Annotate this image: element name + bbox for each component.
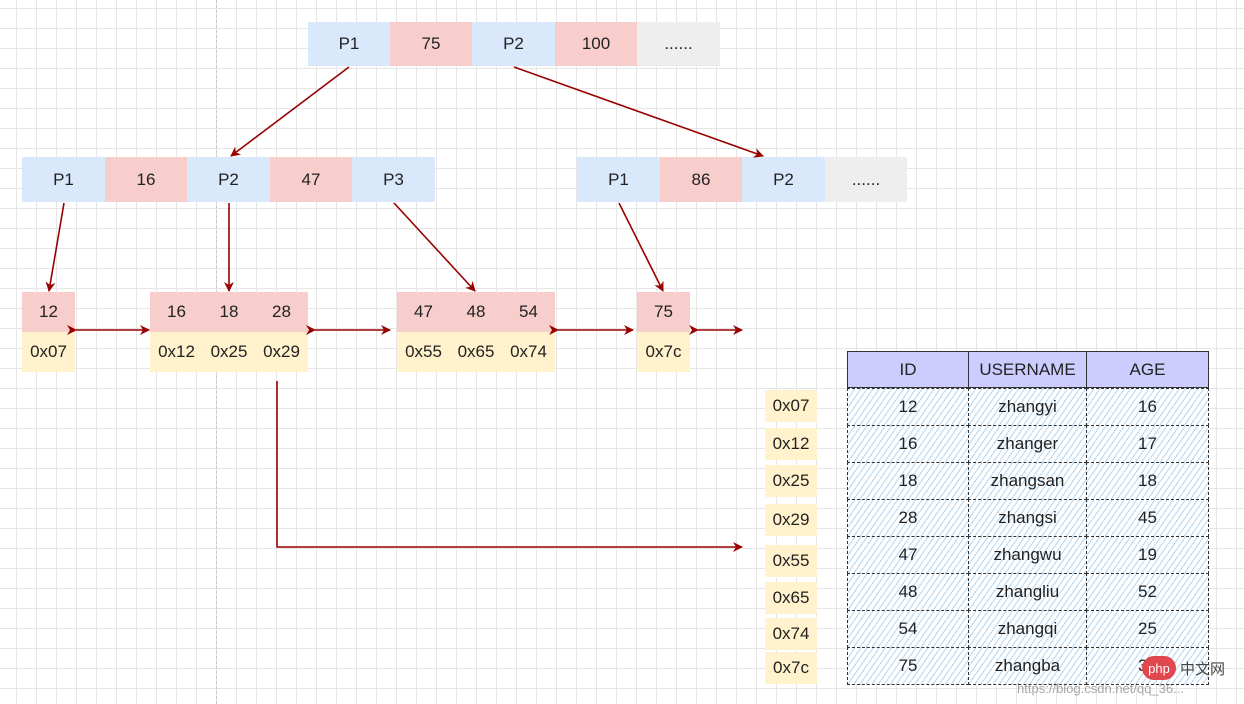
table-header-username: USERNAME	[968, 351, 1087, 388]
leaf2-addr-1: 0x12	[150, 332, 203, 372]
table-cell-username: zhangyi	[968, 388, 1087, 426]
l2-left-key-16: 16	[105, 157, 187, 202]
table-cell-username: zhanger	[968, 425, 1087, 463]
table-cell-age: 52	[1086, 573, 1209, 611]
row-address-0x12: 0x12	[765, 428, 817, 460]
row-address-0x74: 0x74	[765, 618, 817, 650]
table-cell-age: 18	[1086, 462, 1209, 500]
table-cell-username: zhangsi	[968, 499, 1087, 537]
l2-left-p3: P3	[352, 157, 435, 202]
leaf4-addr: 0x7c	[637, 332, 690, 372]
leaf3-addr-2: 0x65	[450, 332, 502, 372]
row-address-0x7c: 0x7c	[765, 652, 817, 684]
table-cell-id: 18	[847, 462, 969, 500]
root-node-p1: P1	[308, 22, 390, 66]
table-cell-username: zhangba	[968, 647, 1087, 685]
table-cell-id: 16	[847, 425, 969, 463]
row-address-0x29: 0x29	[765, 504, 817, 536]
watermark-url: https://blog.csdn.net/qq_36...	[1017, 681, 1184, 696]
leaf2-key-1: 16	[150, 292, 203, 332]
root-node-key-100: 100	[555, 22, 637, 66]
table-cell-username: zhangliu	[968, 573, 1087, 611]
table-header-id: ID	[847, 351, 969, 388]
table-cell-id: 54	[847, 610, 969, 648]
l2-right-ellipsis: ......	[825, 157, 907, 202]
leaf3-key-1: 47	[397, 292, 450, 332]
table-header-age: AGE	[1086, 351, 1209, 388]
arrow-left-p1-to-leaf1	[45, 202, 65, 292]
arrow-left-p3-to-leaf3	[393, 202, 476, 292]
table-cell-username: zhangsan	[968, 462, 1087, 500]
arrow-root-p1-to-left-node	[230, 66, 350, 157]
l2-right-p1: P1	[577, 157, 660, 202]
table-cell-id: 12	[847, 388, 969, 426]
l2-right-p2: P2	[742, 157, 825, 202]
l2-left-p1: P1	[22, 157, 105, 202]
leaf2-addr-3: 0x29	[255, 332, 308, 372]
table-cell-age: 45	[1086, 499, 1209, 537]
row-address-0x65: 0x65	[765, 582, 817, 614]
table-cell-id: 28	[847, 499, 969, 537]
leaf4-key: 75	[637, 292, 690, 332]
table-cell-age: 19	[1086, 536, 1209, 574]
leaf3-addr-3: 0x74	[502, 332, 555, 372]
row-address-0x55: 0x55	[765, 545, 817, 577]
root-node-p2: P2	[472, 22, 555, 66]
leaf1-addr: 0x07	[22, 332, 75, 372]
arrow-right-p1-to-leaf4	[618, 202, 664, 292]
table-cell-id: 75	[847, 647, 969, 685]
leaf2-key-3: 28	[255, 292, 308, 332]
row-address-0x07: 0x07	[765, 390, 817, 422]
leaf3-addr-1: 0x55	[397, 332, 450, 372]
arrow-root-p2-to-right-node	[513, 66, 764, 158]
table-cell-age: 17	[1086, 425, 1209, 463]
l2-left-p2: P2	[187, 157, 270, 202]
l2-right-key-86: 86	[660, 157, 742, 202]
leaf2-addr-2: 0x25	[203, 332, 255, 372]
row-address-0x25: 0x25	[765, 465, 817, 497]
root-node-ellipsis: ......	[637, 22, 720, 66]
arrow-0x29-to-table	[276, 381, 743, 552]
leaf3-key-2: 48	[450, 292, 502, 332]
watermark-site-name: 中文网	[1180, 661, 1226, 678]
table-cell-age: 25	[1086, 610, 1209, 648]
root-node-key-75: 75	[390, 22, 472, 66]
php-logo-icon: php	[1142, 656, 1176, 680]
leaf1-key: 12	[22, 292, 75, 332]
leaf2-key-2: 18	[203, 292, 255, 332]
leaf3-key-3: 54	[502, 292, 555, 332]
table-cell-username: zhangwu	[968, 536, 1087, 574]
l2-left-key-47: 47	[270, 157, 352, 202]
